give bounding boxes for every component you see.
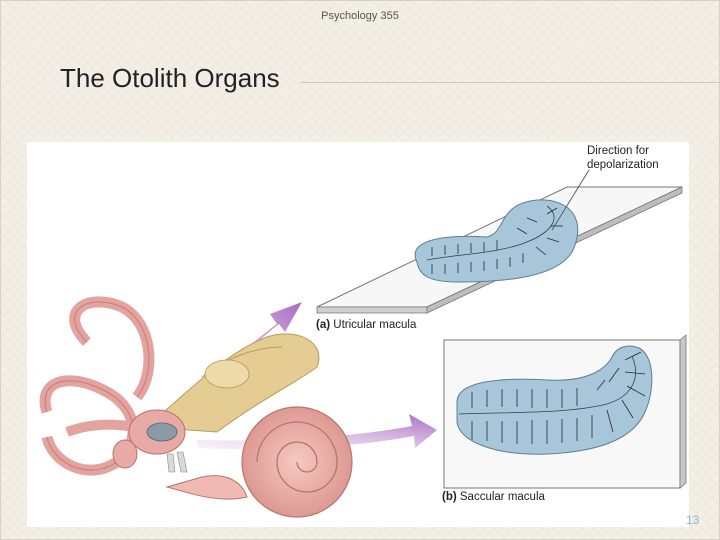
slide-title: The Otolith Organs <box>60 63 280 93</box>
page-number: 13 <box>686 513 700 527</box>
title-underline <box>300 82 720 83</box>
panel-b-name: Saccular macula <box>459 491 545 503</box>
panel-a-name: Utricular macula <box>333 319 417 331</box>
course-header: Psychology 355 <box>321 10 399 22</box>
panel-a-letter: (a) <box>316 319 331 331</box>
otolith-illustration <box>39 169 687 518</box>
direction-label-line1: Direction for <box>587 145 649 157</box>
inner-ear-illustration <box>39 296 353 518</box>
panel-a-caption: (a) Utricular macula <box>316 319 416 331</box>
panel-b-caption: (b) Saccular macula <box>442 491 545 503</box>
saccular-macula-shape <box>456 345 653 455</box>
direction-label-line2: depolarization <box>587 159 659 171</box>
utricular-macula-shape <box>414 199 579 283</box>
panel-b-letter: (b) <box>442 491 457 503</box>
otolith-figure: Direction for depolarization (a) Utricul… <box>27 142 689 527</box>
direction-leader-line <box>551 169 590 231</box>
